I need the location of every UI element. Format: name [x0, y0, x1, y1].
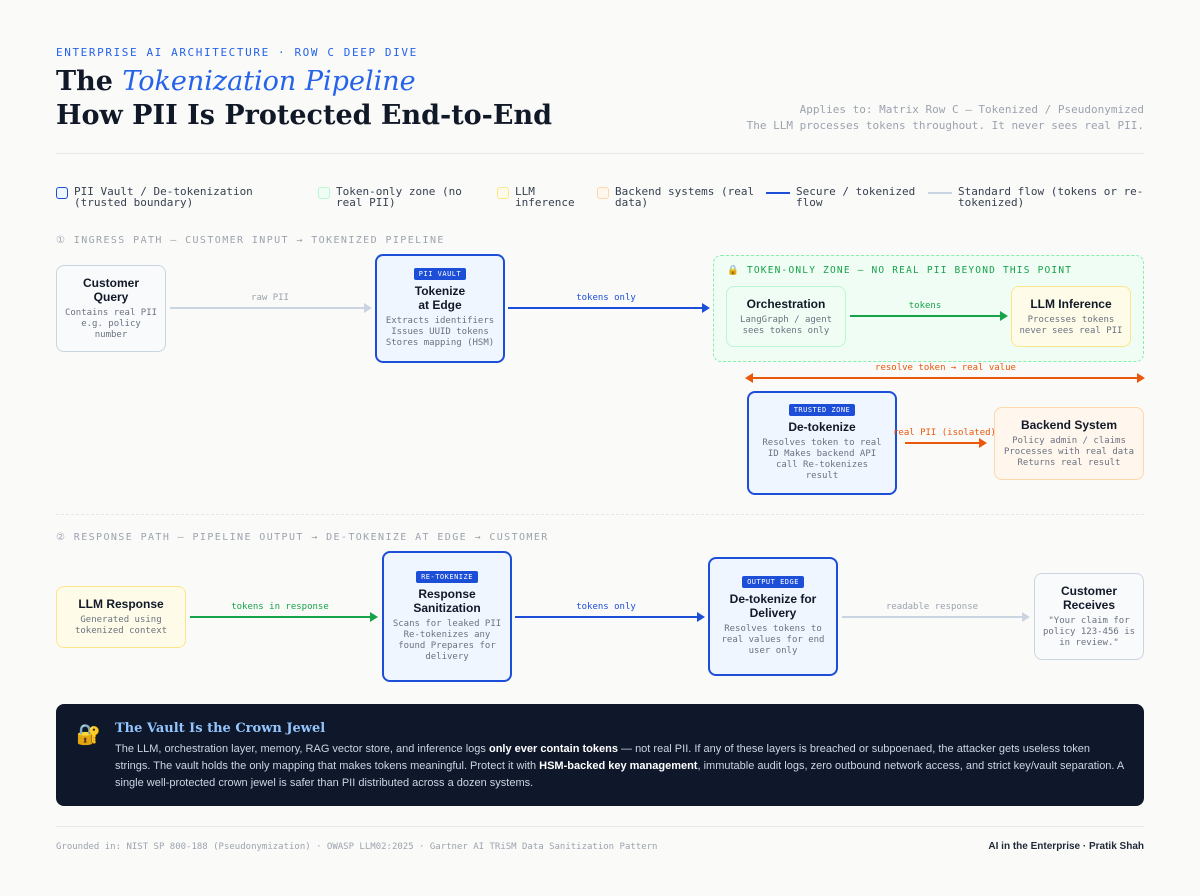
tokens-label: tokens [908, 301, 942, 311]
tokens-in-response-label: tokens in response [231, 602, 329, 612]
node-desc: Resolves tokens to real values for end u… [721, 624, 825, 656]
node-title: Backend System [1020, 418, 1118, 432]
legend-vault-swatch [56, 187, 68, 199]
footer-sources: Grounded in: NIST SP 800-188 (Pseudonymi… [56, 842, 658, 852]
customer-receives-node: Customer Receives "Your claim for policy… [1034, 573, 1144, 660]
node-desc: LangGraph / agent sees tokens only [739, 314, 833, 336]
detokenize-delivery-node: OUTPUT EDGE De-tokenize for Delivery Res… [708, 557, 838, 676]
header-divider [56, 153, 1144, 154]
legend-llm-swatch [497, 187, 509, 199]
crown-jewel-callout [56, 704, 1144, 806]
tokens-in-response-arrow [190, 612, 378, 622]
tokens-only-label: tokens only [576, 293, 636, 303]
readable-response-label: readable response [885, 602, 979, 612]
detokenize-node: TRUSTED ZONE De-tokenize Resolves token … [747, 391, 897, 495]
node-desc: Contains real PII e.g. policy number [64, 308, 158, 340]
lock-icon: 🔐 [76, 724, 101, 746]
tokens-arrow [850, 311, 1008, 321]
callout-emphasis: only ever contain tokens [488, 743, 618, 755]
tokens-only-response-arrow [515, 612, 705, 622]
node-title: De-tokenize [788, 420, 856, 434]
resolve-arrow-head-left [745, 373, 753, 383]
node-title: Customer Query [82, 276, 139, 304]
node-title: Tokenize at Edge [414, 284, 466, 312]
node-title: LLM Response [78, 597, 164, 611]
llm-inference-node: LLM Inference Processes tokens never see… [1011, 286, 1131, 347]
node-title: De-tokenize for Delivery [729, 592, 817, 620]
footer-divider [56, 826, 1144, 827]
node-desc: "Your claim for policy 123-456 is in rev… [1042, 616, 1136, 648]
legend-label: PII Vault / De-tokenization (trusted bou… [74, 185, 253, 209]
node-desc: Extracts identifiers Issues UUID tokens … [385, 316, 495, 348]
llm-response-node: LLM Response Generated using tokenized c… [56, 586, 186, 648]
applies-line-1: Applies to: Matrix Row C — Tokenized / P… [799, 103, 1144, 116]
section-divider [56, 514, 1144, 515]
legend-label: Token-only zone (no real PII) [336, 185, 462, 209]
tokens-only-arrow [508, 303, 710, 313]
title-prefix: The [56, 66, 123, 97]
response-section-label: ② RESPONSE PATH — PIPELINE OUTPUT → DE-T… [56, 532, 549, 543]
eyebrow: ENTERPRISE AI ARCHITECTURE · ROW C DEEP … [56, 46, 418, 59]
customer-query-node: Customer Query Contains real PII e.g. po… [56, 265, 166, 352]
tokens-only-response-label: tokens only [576, 602, 636, 612]
callout-body: The LLM, orchestration layer, memory, RA… [115, 741, 1125, 792]
node-title: Customer Receives [1060, 584, 1117, 612]
legend-standard-line [928, 192, 952, 194]
real-pii-arrow [905, 438, 987, 448]
response-sanitization-node: RE-TOKENIZE Response Sanitization Scans … [382, 551, 512, 682]
callout-text: The LLM, orchestration layer, memory, RA… [115, 743, 489, 755]
callout-emphasis: HSM-backed key management [539, 760, 698, 772]
real-pii-label: real PII (isolated) [893, 428, 996, 438]
page-title: The Tokenization Pipeline [56, 66, 416, 97]
legend-secure-flow: Secure / tokenized flow [766, 186, 916, 208]
legend-label: Secure / tokenized flow [796, 185, 916, 209]
applies-line-2: The LLM processes tokens throughout. It … [746, 119, 1144, 132]
node-desc: Scans for leaked PII Re-tokenizes any fo… [392, 618, 502, 662]
backend-system-node: Backend System Policy admin / claims Pro… [994, 407, 1144, 480]
ingress-section-label: ① INGRESS PATH — CUSTOMER INPUT → TOKENI… [56, 235, 445, 246]
trusted-zone-badge: TRUSTED ZONE [788, 404, 856, 416]
title-accent: Tokenization Pipeline [122, 66, 416, 97]
page-subtitle: How PII Is Protected End-to-End [56, 100, 552, 131]
node-desc: Processes tokens never sees real PII [1019, 314, 1123, 336]
legend-label: LLM inference [515, 185, 575, 209]
legend-llm: LLM inference [497, 186, 587, 208]
legend-backend: Backend systems (real data) [597, 186, 757, 208]
readable-response-arrow [842, 612, 1030, 622]
resolve-arrow-head-right [1137, 373, 1145, 383]
applies-note: Applies to: Matrix Row C — Tokenized / P… [747, 102, 1144, 134]
legend-backend-swatch [597, 187, 609, 199]
node-title: LLM Inference [1030, 296, 1112, 311]
callout-text: — not real PII. If any of these layers i… [115, 743, 1091, 772]
raw-pii-arrow [170, 303, 372, 313]
callout-title: The Vault Is the Crown Jewel [115, 721, 326, 736]
output-edge-badge: OUTPUT EDGE [742, 576, 804, 588]
legend-label: Standard flow (tokens or re-tokenized) [958, 185, 1144, 209]
callout-text: , immutable audit logs, zero outbound ne… [115, 760, 1124, 789]
resolve-label: resolve token → real value [875, 363, 1016, 373]
resolve-arrow [749, 377, 1142, 379]
token-zone-label: 🔒 TOKEN-ONLY ZONE — NO REAL PII BEYOND T… [727, 265, 1073, 276]
legend-label: Backend systems (real data) [615, 185, 755, 209]
raw-pii-label: raw PII [251, 293, 289, 303]
legend-zone-swatch [318, 187, 330, 199]
footer-credit: AI in the Enterprise · Pratik Shah [988, 841, 1144, 852]
legend-secure-line [766, 192, 790, 194]
legend-token-zone: Token-only zone (no real PII) [318, 186, 478, 208]
node-title: Response Sanitization [413, 586, 481, 615]
orchestration-node: Orchestration LangGraph / agent sees tok… [726, 286, 846, 347]
node-desc: Generated using tokenized context [74, 615, 168, 636]
legend-standard-flow: Standard flow (tokens or re-tokenized) [928, 186, 1144, 208]
tokenize-at-edge-node: PII VAULT Tokenize at Edge Extracts iden… [375, 254, 505, 363]
legend-vault: PII Vault / De-tokenization (trusted bou… [56, 186, 296, 208]
node-desc: Policy admin / claims Processes with rea… [1003, 436, 1135, 468]
node-desc: Resolves token to real ID Makes backend … [762, 438, 882, 481]
re-tokenize-badge: RE-TOKENIZE [416, 570, 478, 583]
node-title: Orchestration [746, 296, 826, 311]
pii-vault-badge: PII VAULT [413, 268, 467, 280]
